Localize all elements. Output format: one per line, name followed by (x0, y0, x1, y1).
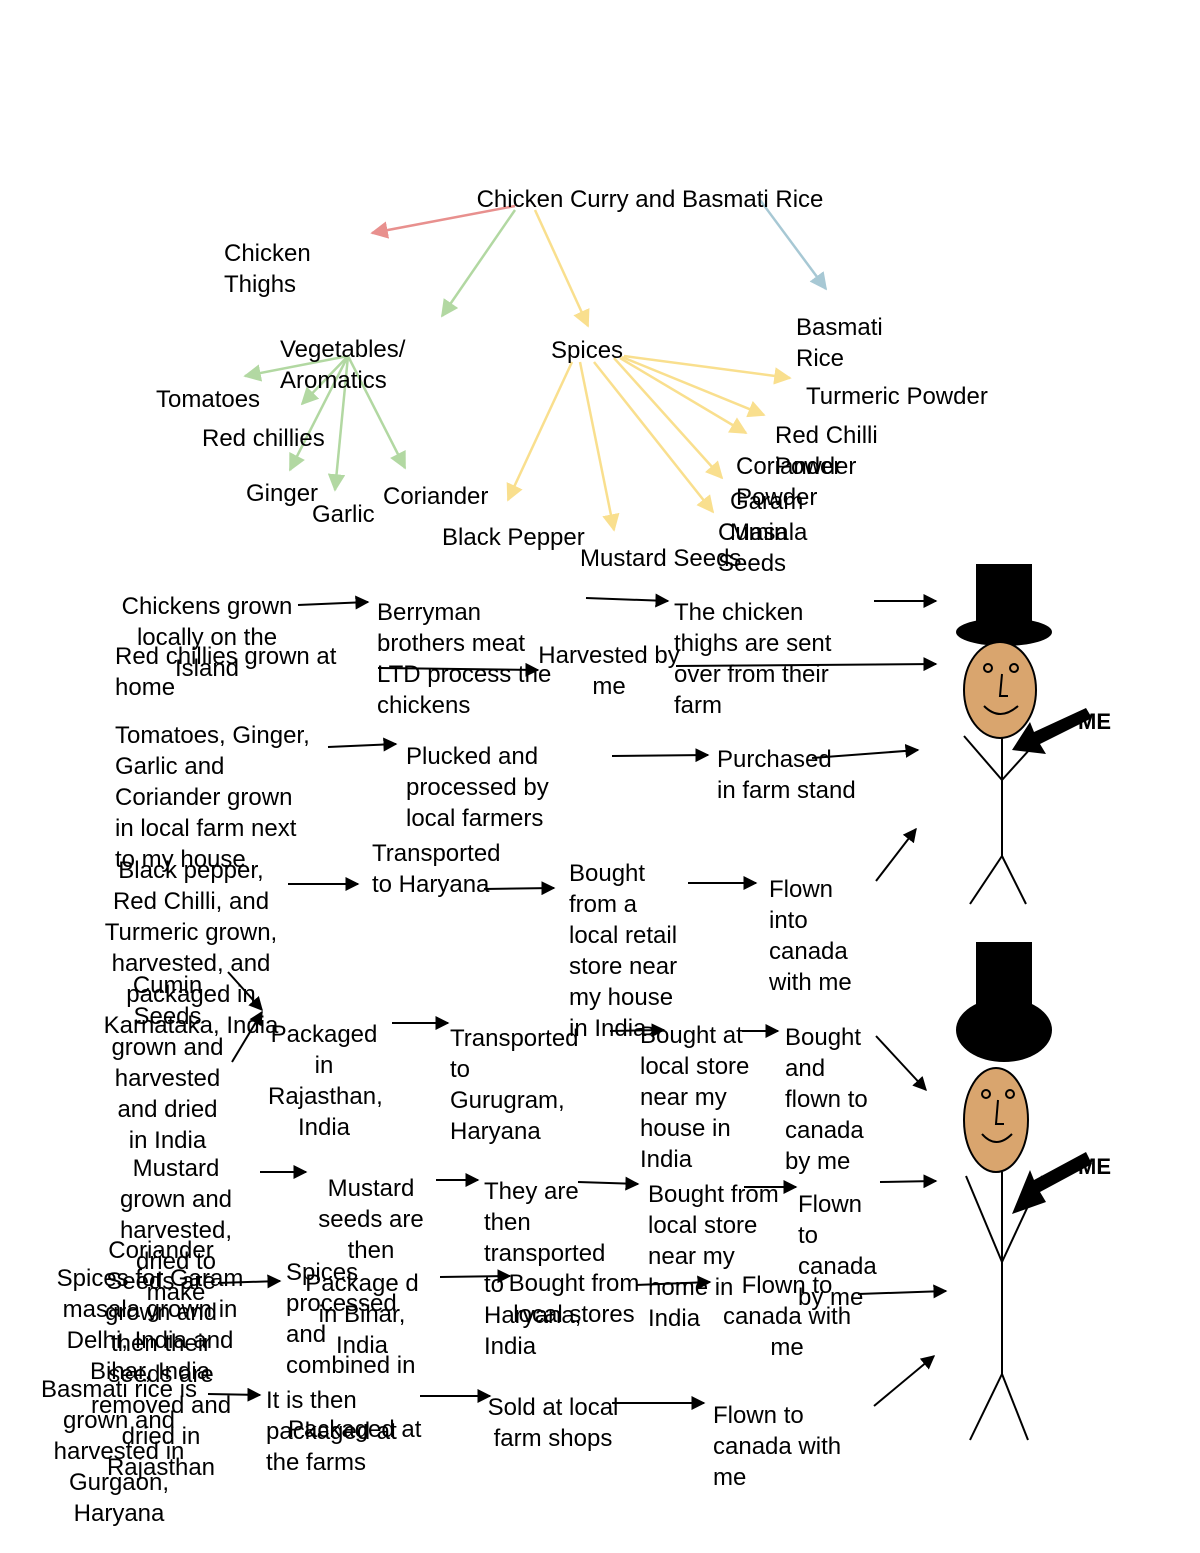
veg-step-2: Plucked and processed by local farmers (406, 743, 549, 832)
me-figure-2 (956, 942, 1092, 1441)
category-spices: Spices (551, 337, 624, 364)
cumin-step-4: Bought at local store near my house in I… (640, 1022, 750, 1173)
me-label-2: ME (1078, 1154, 1111, 1179)
arrow-to-turmeric-powder (623, 354, 792, 385)
garam-step-2: Spices processed and combined in (286, 1259, 416, 1379)
pointer-arrow-1 (1012, 708, 1092, 754)
spice-mustard-seeds: Mustard Seeds (580, 545, 742, 572)
spice-red-chilli-powder: Red Chilli Powder (775, 422, 878, 480)
cumin-step-3: Transported to Gurugram, Haryana (450, 1025, 579, 1145)
arrow-to-red-chillies (300, 355, 349, 406)
veg-tomatoes: Tomatoes (156, 386, 261, 413)
mustard-step-4: Bought from local store near my home in … (648, 1181, 779, 1332)
chicken-step-2: Berryman brothers meat LTD process the c… (377, 599, 552, 719)
arrow-to-ginger (288, 355, 350, 472)
veg-coriander: Coriander (383, 483, 489, 510)
arrow-to-red-chilli-powder (621, 355, 766, 418)
arrow-to-tomatoes (243, 354, 349, 382)
coriander-step-1: Coriander Seeds are grown and then their… (90, 1237, 232, 1481)
coriander-step-2: Package d in Bihar, India (305, 1270, 419, 1359)
cumin-step-5: Bought and flown to canada by me (785, 1024, 868, 1175)
garam-step-4: Flown to canada with me (722, 1272, 852, 1361)
arrow-to-black-pepper (506, 361, 574, 502)
me-figure-1 (956, 564, 1092, 905)
arrow-to-spices (533, 209, 590, 328)
veg-red-chillies: Red chillies (202, 425, 325, 452)
rice-step-4: Sold at local farm shops (487, 1394, 619, 1452)
category-vegetables: Vegetables/ Aromatics (280, 336, 406, 394)
chicken-step-1: Chickens grown locally on the Island (121, 593, 293, 682)
garam-step-3: Bought from local stores (508, 1270, 640, 1328)
veg-step-3: Purchased in farm stand (717, 746, 856, 804)
arrow-to-garam-masala (613, 357, 724, 480)
diagram-title: Chicken Curry and Basmati Rice (476, 186, 824, 213)
arrow-to-garlic (327, 355, 350, 492)
rice-step-1: Basmati rice is grown and harvested in G… (40, 1376, 198, 1527)
mustard-step-5: Flown to canada by me (798, 1191, 877, 1311)
mustard-step-1: Mustard grown and harvested, dried to ma… (119, 1155, 233, 1306)
spice-cumin-seeds: Cumin Seeds (718, 519, 788, 577)
red-chillies-step-1: Red chillies grown at home (115, 643, 337, 701)
arrow-to-cumin-seeds (593, 361, 715, 514)
garam-step-1: Spices for Garam masala grown in Delhi, … (56, 1265, 244, 1385)
category-basmati-rice: Basmati Rice (796, 314, 883, 372)
spice-black-pepper: Black Pepper (442, 524, 585, 551)
chicken-step-3: The chicken thighs are sent over from th… (674, 599, 832, 719)
arrow-to-mustard-seeds (578, 361, 620, 532)
arrow-to-chicken-thighs (370, 204, 516, 239)
mustard-step-3: They are then transported to Haryana, In… (484, 1178, 606, 1360)
rice-step-3: Packaged at (288, 1416, 422, 1443)
pepper-step-4: Flown into canada with me (769, 876, 852, 996)
cumin-step-1: Cumin Seeds grown and harvested and drie… (111, 972, 224, 1154)
veg-ginger: Ginger (246, 480, 319, 507)
cumin-step-2: Packaged in Rajasthan, India (268, 1021, 383, 1141)
arrow-to-coriander-powder (619, 356, 748, 435)
spice-coriander-powder: Coriander Powder (736, 453, 842, 511)
arrow-to-vegetables (440, 209, 517, 318)
arrow-to-basmati-rice (758, 199, 828, 291)
me-label-1: ME (1078, 709, 1111, 734)
tree-arrows (243, 199, 828, 532)
arrow-to-coriander (346, 355, 407, 470)
pepper-step-3: Bought from a local retail store near my… (569, 860, 678, 1042)
spice-turmeric-powder: Turmeric Powder (806, 383, 988, 410)
red-chillies-step-2: Harvested by me (538, 642, 680, 700)
pepper-step-1: Black pepper, Red Chilli, and Turmeric g… (103, 857, 279, 1039)
pepper-step-2: Transported to Haryana (372, 840, 501, 898)
pointer-arrow-2 (1012, 1152, 1092, 1214)
veg-garlic: Garlic (312, 501, 375, 528)
rice-step-5: Flown to canada with me (713, 1402, 842, 1491)
chain-arrows (207, 593, 948, 1410)
category-chicken-thighs: Chicken Thighs (224, 240, 311, 298)
mustard-step-2: Mustard seeds are then (318, 1175, 424, 1264)
spice-garam-masala: Garam Masala (730, 488, 808, 546)
rice-step-2: It is then packaged at the farms (266, 1387, 397, 1476)
veg-step-1: Tomatoes, Ginger, Garlic and Coriander g… (115, 722, 310, 873)
